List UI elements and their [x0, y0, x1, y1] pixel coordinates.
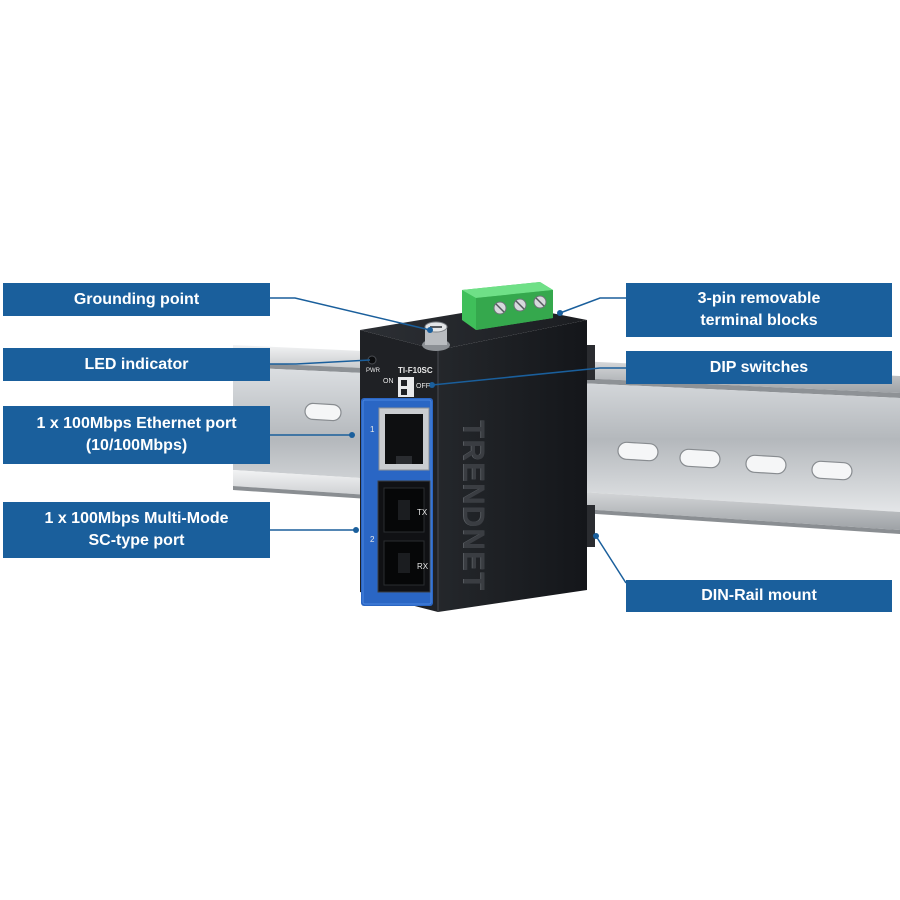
- on-label: ON: [383, 378, 394, 385]
- leader-grounding: [270, 297, 431, 331]
- terminal-block: [462, 282, 553, 330]
- leader-din: [595, 535, 627, 584]
- leader-dip: [431, 367, 626, 386]
- ethernet-port: [378, 407, 430, 471]
- rail-slot: [811, 460, 853, 481]
- rail-slot: [617, 441, 659, 462]
- rail-slot: [745, 454, 787, 475]
- device-side: [438, 320, 587, 612]
- brand-logo: TRENDNET: [457, 420, 490, 592]
- rail-slot: [679, 448, 721, 469]
- callout-text: 3-pin removable: [697, 290, 821, 307]
- port2-label: 2: [370, 535, 375, 544]
- callout-text: terminal blocks: [700, 312, 818, 329]
- leader-lines: [270, 297, 627, 584]
- rail-slot: [304, 402, 342, 422]
- sc-port: [377, 480, 431, 593]
- callout-text: 1 x 100Mbps Ethernet port: [36, 415, 237, 432]
- port1-label: 1: [370, 425, 375, 434]
- callout-text: LED indicator: [84, 355, 189, 373]
- callout-led-indicator: LED indicator: [3, 348, 270, 381]
- callout-text: SC-type port: [88, 532, 185, 549]
- callout-text: 1 x 100Mbps Multi-Mode: [44, 510, 229, 527]
- leader-terminal: [559, 297, 626, 314]
- callout-text: Grounding point: [73, 290, 200, 308]
- callout-sc-port: 1 x 100Mbps Multi-Mode SC-type port: [3, 502, 270, 558]
- callout-ethernet-port: 1 x 100Mbps Ethernet port (10/100Mbps): [3, 406, 270, 464]
- pwr-label: PWR: [366, 368, 380, 374]
- media-converter: [360, 282, 587, 612]
- callout-grounding-point: Grounding point: [3, 283, 270, 316]
- callout-text: DIP switches: [709, 358, 809, 376]
- leader-led: [270, 359, 371, 365]
- off-label: OFF: [416, 383, 430, 390]
- model-label: TI-F10SC: [398, 366, 433, 375]
- callout-terminal-blocks: 3-pin removable terminal blocks: [626, 283, 892, 337]
- callout-text: (10/100Mbps): [85, 437, 188, 454]
- callout-text: DIN-Rail mount: [701, 587, 817, 604]
- callout-dip-switches: DIP switches: [626, 351, 892, 384]
- rx-label: RX: [417, 562, 429, 571]
- grounding-screw: [422, 321, 450, 351]
- leader-dots: [349, 310, 599, 539]
- tx-label: TX: [417, 508, 428, 517]
- callout-din-rail: DIN-Rail mount: [626, 580, 892, 612]
- din-rail-slots: [304, 402, 853, 481]
